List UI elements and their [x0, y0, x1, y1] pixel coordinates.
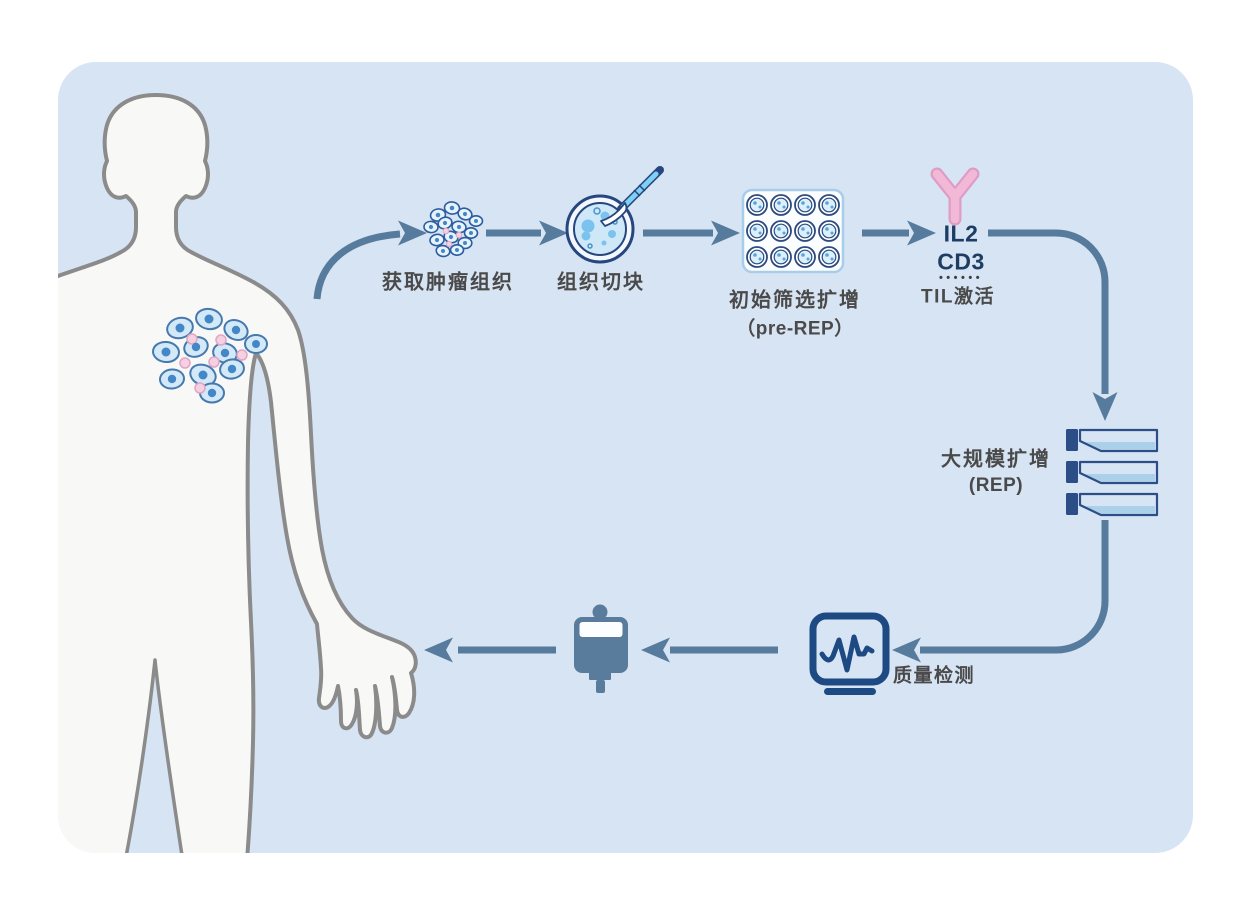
human-body-silhouette-icon [58, 93, 418, 853]
label-pre-rep-sub: （pre-REP） [736, 318, 854, 340]
petri-dish-scalpel-icon [565, 166, 664, 264]
flow-arrows [313, 229, 1109, 654]
label-obtain-tissue: 获取肿瘤组织 [382, 271, 514, 294]
label-rep: 大规模扩增 [941, 448, 1051, 471]
flow-arrowheads [398, 220, 1118, 663]
culture-flasks-icon [1066, 428, 1159, 517]
label-tissue-cut: 组织切块 [557, 271, 645, 294]
label-cd3: CD3 [937, 248, 985, 275]
label-rep-sub: (REP) [968, 475, 1024, 496]
leg-gap [123, 658, 185, 853]
label-il2: IL2 [943, 220, 979, 247]
arrow-body-to-tissue [313, 230, 401, 300]
activation-dots: •••••• [938, 272, 984, 284]
flask [1066, 428, 1159, 453]
antibody-icon [930, 167, 980, 226]
label-quality-check: 质量检测 [892, 665, 976, 687]
label-pre-rep: 初始筛选扩增 [729, 289, 861, 312]
ecg-monitor-icon [809, 612, 890, 695]
arrow-flasks-to-monitor [920, 520, 1109, 654]
iv-bag-icon [574, 604, 628, 693]
multi-well-plate-icon [741, 188, 845, 274]
flask [1066, 492, 1159, 517]
arrow-activation-to-flasks [988, 229, 1109, 394]
tumor-cells-cluster-icon [152, 307, 268, 404]
tumor-tissue-cells-icon [423, 201, 484, 258]
flask [1066, 460, 1159, 485]
label-til-activation: TIL激活 [921, 286, 995, 308]
